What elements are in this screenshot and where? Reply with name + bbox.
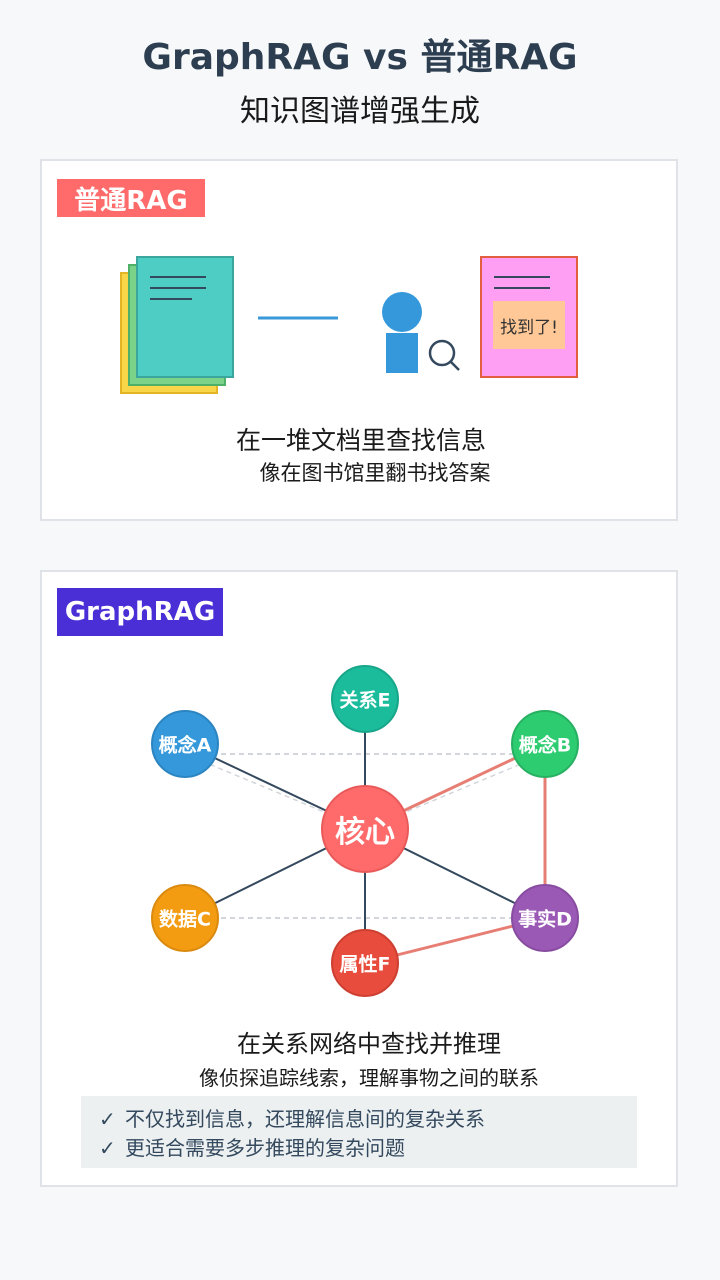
node-core-label: 核心	[335, 815, 395, 850]
graphrag-tag: GraphRAG	[57, 588, 223, 636]
person-icon	[382, 292, 422, 373]
normal-rag-subcaption: 像在图书馆里翻书找答案	[259, 461, 491, 485]
node-f-label: 属性F	[339, 953, 391, 976]
node-e-label: 关系E	[339, 689, 391, 712]
found-answer-label: 找到了!	[493, 301, 565, 349]
node-c-circle	[151, 884, 219, 952]
normal-rag-tag: 普通RAG	[57, 179, 205, 217]
document-stack-icon	[120, 256, 234, 394]
node-c-label: 数据C	[159, 908, 211, 931]
check-icon: ✓	[99, 1107, 116, 1131]
benefits-box: ✓ 不仅找到信息，还理解信息间的复杂关系 ✓ 更适合需要多步推理的复杂问题	[81, 1096, 637, 1168]
graphrag-panel: GraphRAG 关系E 概念A	[40, 570, 678, 1187]
check-icon: ✓	[99, 1136, 116, 1160]
normal-rag-panel: 普通RAG 找到了! 在一堆文档里查找信息 像在图书馆里翻书找答案	[40, 159, 678, 521]
benefit-text: 不仅找到信息，还理解信息间的复杂关系	[125, 1107, 485, 1131]
node-d-circle	[511, 884, 579, 952]
benefit-text: 更适合需要多步推理的复杂问题	[125, 1136, 405, 1160]
benefit-item: ✓ 不仅找到信息，还理解信息间的复杂关系	[99, 1105, 637, 1134]
node-a-label: 概念A	[158, 734, 212, 757]
graphrag-caption: 在关系网络中查找并推理	[237, 1030, 501, 1058]
node-b-label: 概念B	[518, 734, 572, 757]
node-a-circle	[151, 710, 219, 778]
knowledge-graph	[151, 665, 579, 997]
node-core-circle	[321, 785, 409, 873]
page-subtitle: 知识图谱增强生成	[240, 94, 480, 129]
node-d-label: 事实D	[518, 908, 572, 931]
benefit-item: ✓ 更适合需要多步推理的复杂问题	[99, 1134, 637, 1163]
normal-rag-caption: 在一堆文档里查找信息	[235, 426, 486, 455]
node-f-circle	[331, 929, 399, 997]
graphrag-subcaption: 像侦探追踪线索，理解事物之间的联系	[199, 1066, 539, 1090]
node-e-circle	[331, 665, 399, 733]
node-b-circle	[511, 710, 579, 778]
magnifier-icon	[428, 339, 460, 371]
page-title: GraphRAG vs 普通RAG	[142, 37, 578, 78]
